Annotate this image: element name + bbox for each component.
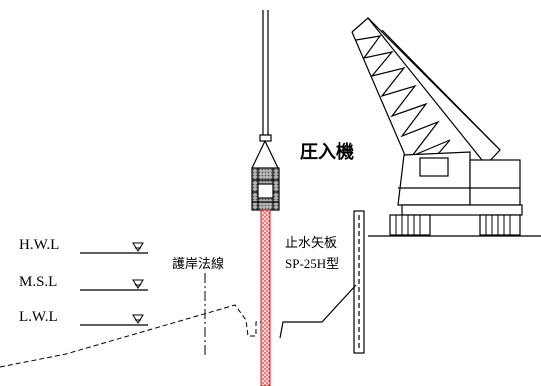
hwl-label: H.W.L [19,237,59,253]
sheet-pile-label-1: 止水矢板 [285,236,337,251]
crane-cables [262,10,269,135]
hwl-triangle-icon [132,242,144,252]
slope-to-pile-line [279,284,357,339]
water-level-lines [80,252,148,326]
existing-slope-dashed [0,304,261,368]
sheet-pile-label-2: SP-25H型 [285,256,339,271]
existing-sheet-pile [353,210,365,354]
msl-label: M.S.L [19,274,57,290]
crawler-crane [351,17,523,236]
lwl-triangle-icon [132,314,144,324]
press-machine-label: 圧入機 [300,141,354,163]
water-level-triangles [132,242,144,324]
hook-sling [251,134,279,169]
revetment-line-label: 護岸法線 [172,256,224,272]
press-in-machine [251,167,280,211]
sheet-pile-red [260,209,271,386]
msl-triangle-icon [132,279,144,289]
lwl-label: L.W.L [19,309,58,325]
